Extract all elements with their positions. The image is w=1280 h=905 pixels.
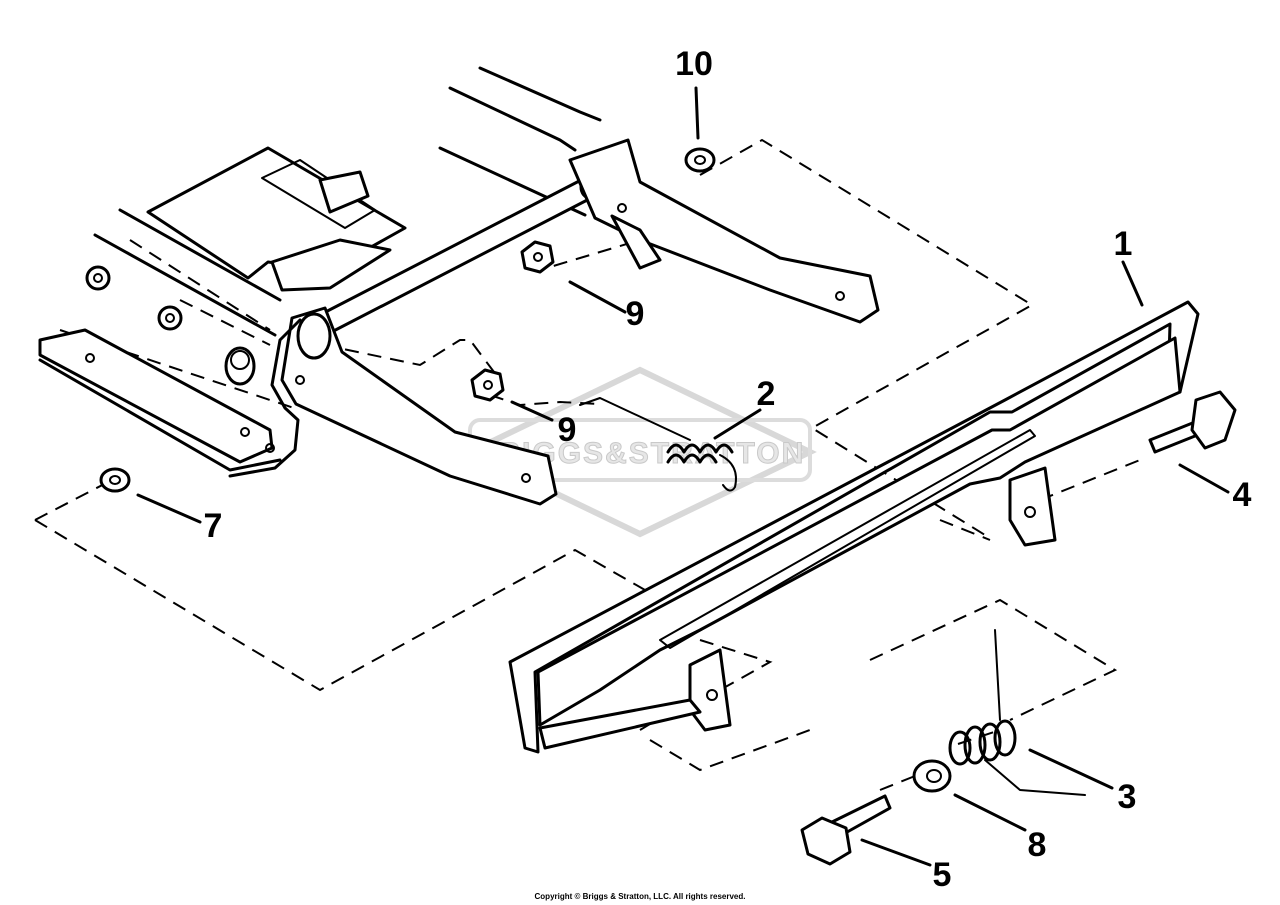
callout-2: 2 (757, 375, 776, 413)
copyright-notice: Copyright © Briggs & Stratton, LLC. All … (534, 892, 746, 901)
front-lift-arm (280, 306, 558, 506)
callout-5: 5 (933, 856, 952, 894)
callout-10: 10 (675, 45, 713, 83)
part-1-bracket (508, 300, 1200, 754)
frame-nut (157, 305, 183, 331)
part-5-bolt (800, 794, 892, 866)
part-9-nut (470, 368, 505, 402)
part-10-nut (684, 147, 716, 173)
frame-nut (85, 265, 111, 291)
part-2-spring (579, 397, 737, 492)
part-3-spring (948, 629, 1086, 796)
part-7-washer (99, 467, 131, 493)
leader-lines (136, 86, 1230, 867)
rear-lift-arm (568, 138, 880, 324)
callout-1: 1 (1114, 225, 1133, 263)
callout-7: 7 (204, 507, 223, 545)
part-9-nut (520, 240, 555, 274)
part-4-bolt (1148, 390, 1237, 454)
callout-3: 3 (1118, 778, 1137, 816)
callout-8: 8 (1028, 826, 1047, 864)
frame-bolt (224, 346, 256, 386)
callout-9-upper: 9 (626, 295, 645, 333)
callout-labels: 1 2 3 4 5 7 8 9 9 10 (204, 45, 1252, 894)
wire-rod (228, 318, 302, 478)
callout-4: 4 (1233, 476, 1252, 514)
callout-9-lower: 9 (558, 411, 577, 449)
part-8-washer (912, 759, 952, 793)
